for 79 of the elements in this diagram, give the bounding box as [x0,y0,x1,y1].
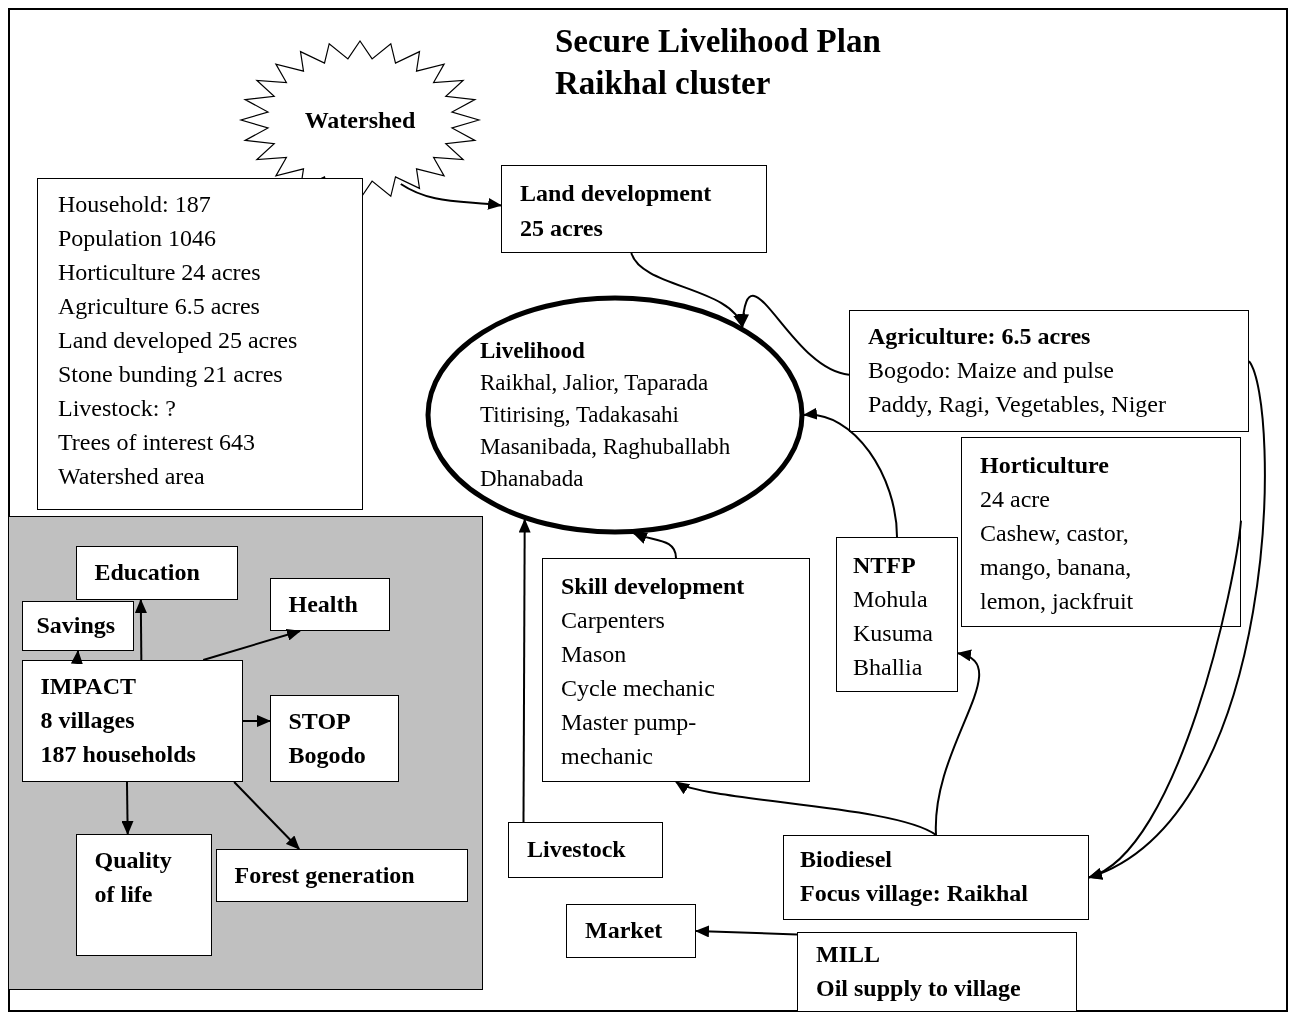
box-heading: Skill development [561,572,745,601]
process-box [508,822,663,878]
process-box [21,600,134,651]
panel-background [8,516,483,990]
box-heading: Agriculture: 6.5 acres [868,322,1091,351]
box-heading: Biodiesel [800,845,892,874]
process-box [75,545,238,600]
process-box [849,310,1249,432]
process-box [566,904,696,958]
box-text: Master pump-mechanic [561,708,698,771]
box-heading: Health [288,589,358,619]
box-text: Cycle mechanic [561,674,715,703]
arrow [233,781,301,850]
box-text: Horticulture 24 acres [58,258,261,287]
box-text: Kusuma [853,619,933,648]
arrow [70,650,83,665]
box-text: Cashew, castor, mango, banana, lemon, jackfruit [980,519,1135,616]
box-text: Livestock: ? [58,394,176,423]
arrow [121,781,134,835]
process-box [269,694,399,782]
box-heading: Savings [36,610,116,640]
box-heading: 187 households [40,739,196,769]
arrow [737,294,850,376]
box-text: Mohula [853,585,928,614]
box-text: Bogodo: Maize and pulse [868,356,1114,385]
box-heading: Livestock [527,835,626,864]
process-box [21,659,243,782]
box-text: Land developed 25 acres [58,326,298,355]
process-box [215,848,468,902]
arrow [518,518,531,823]
box-heading: Quality of life [94,845,172,909]
arrow [399,183,502,210]
process-box [269,577,390,631]
box-text: Trees of interest 643 [58,428,256,457]
arrow [935,651,981,836]
box-text: Bhallia [853,653,923,682]
box-heading: Oil supply to village [816,974,1021,1003]
box-text: Raikhal, Jalior, Taparada [480,369,709,397]
box-text: Dhanabada [480,465,584,493]
box-heading: STOP Bogodo [288,706,367,770]
process-box [961,437,1241,627]
box-text: Agriculture 6.5 acres [58,292,260,321]
box-heading: 8 villages [40,705,135,735]
box-heading: MILL [816,940,880,969]
box-text: Paddy, Ragi, Vegetables, Niger [868,390,1166,419]
box-heading: NTFP [853,551,916,580]
box-text: Carpenters [561,606,665,635]
box-text: Mason [561,640,627,669]
box-text: Masanibada, Raghuballabh [480,433,731,461]
process-box [797,932,1077,1012]
process-box [37,178,363,510]
process-box [501,165,767,253]
arrow [202,629,301,661]
box-heading: Market [585,916,663,945]
box-heading: Education [94,557,200,587]
process-box [836,537,958,692]
arrow [675,781,937,836]
box-text: 24 acre [980,485,1050,514]
box-heading: Watershed [304,106,416,135]
box-heading: Horticulture [980,451,1109,480]
box-heading: Land development 25 acres [520,179,713,243]
box-heading: IMPACT [40,671,137,701]
box-text: Stone bunding 21 acres [58,360,283,389]
process-box [783,835,1089,920]
box-text: Household: 187 [58,190,211,219]
arrow [242,715,271,728]
arrow [695,925,798,938]
box-heading: Focus village: Raikhal [800,879,1028,908]
process-box [542,558,810,782]
box-text: Population 1046 [58,224,216,253]
box-text: Titirising, Tadakasahi [480,401,679,429]
process-box [75,833,212,956]
diagram-title: Secure Livelihood Plan Raikhal cluster [555,22,882,103]
box-heading: Livelihood [480,337,585,365]
box-text: Watershed area [58,462,205,491]
arrow [803,409,898,538]
arrow [632,532,677,559]
arrow [134,599,147,661]
box-heading: Forest generation [234,860,415,890]
